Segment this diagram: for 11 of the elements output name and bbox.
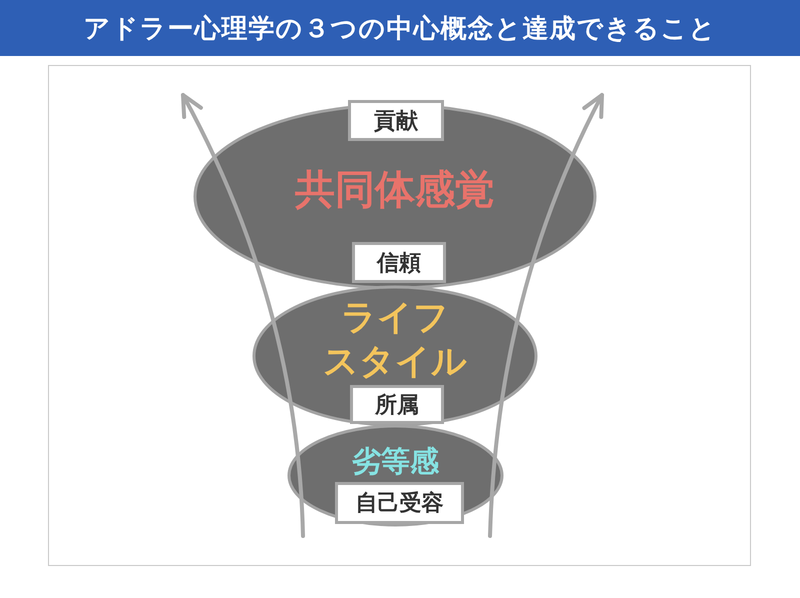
keyword-box: 信頼 bbox=[352, 242, 446, 283]
concept-title: ライフスタイル bbox=[323, 297, 467, 384]
concept-ellipse bbox=[287, 424, 504, 527]
keyword-box: 貢献 bbox=[348, 100, 444, 141]
keyword-box: 自己受容 bbox=[335, 482, 464, 524]
concept-title: 共同体感覚 bbox=[295, 167, 495, 213]
concept-title: 劣等感 bbox=[352, 443, 439, 479]
concept-ellipse bbox=[193, 103, 597, 290]
keyword-box: 所属 bbox=[350, 385, 444, 424]
title-banner: アドラー心理学の３つの中心概念と達成できること bbox=[0, 0, 800, 56]
concept-ellipse bbox=[252, 285, 538, 427]
